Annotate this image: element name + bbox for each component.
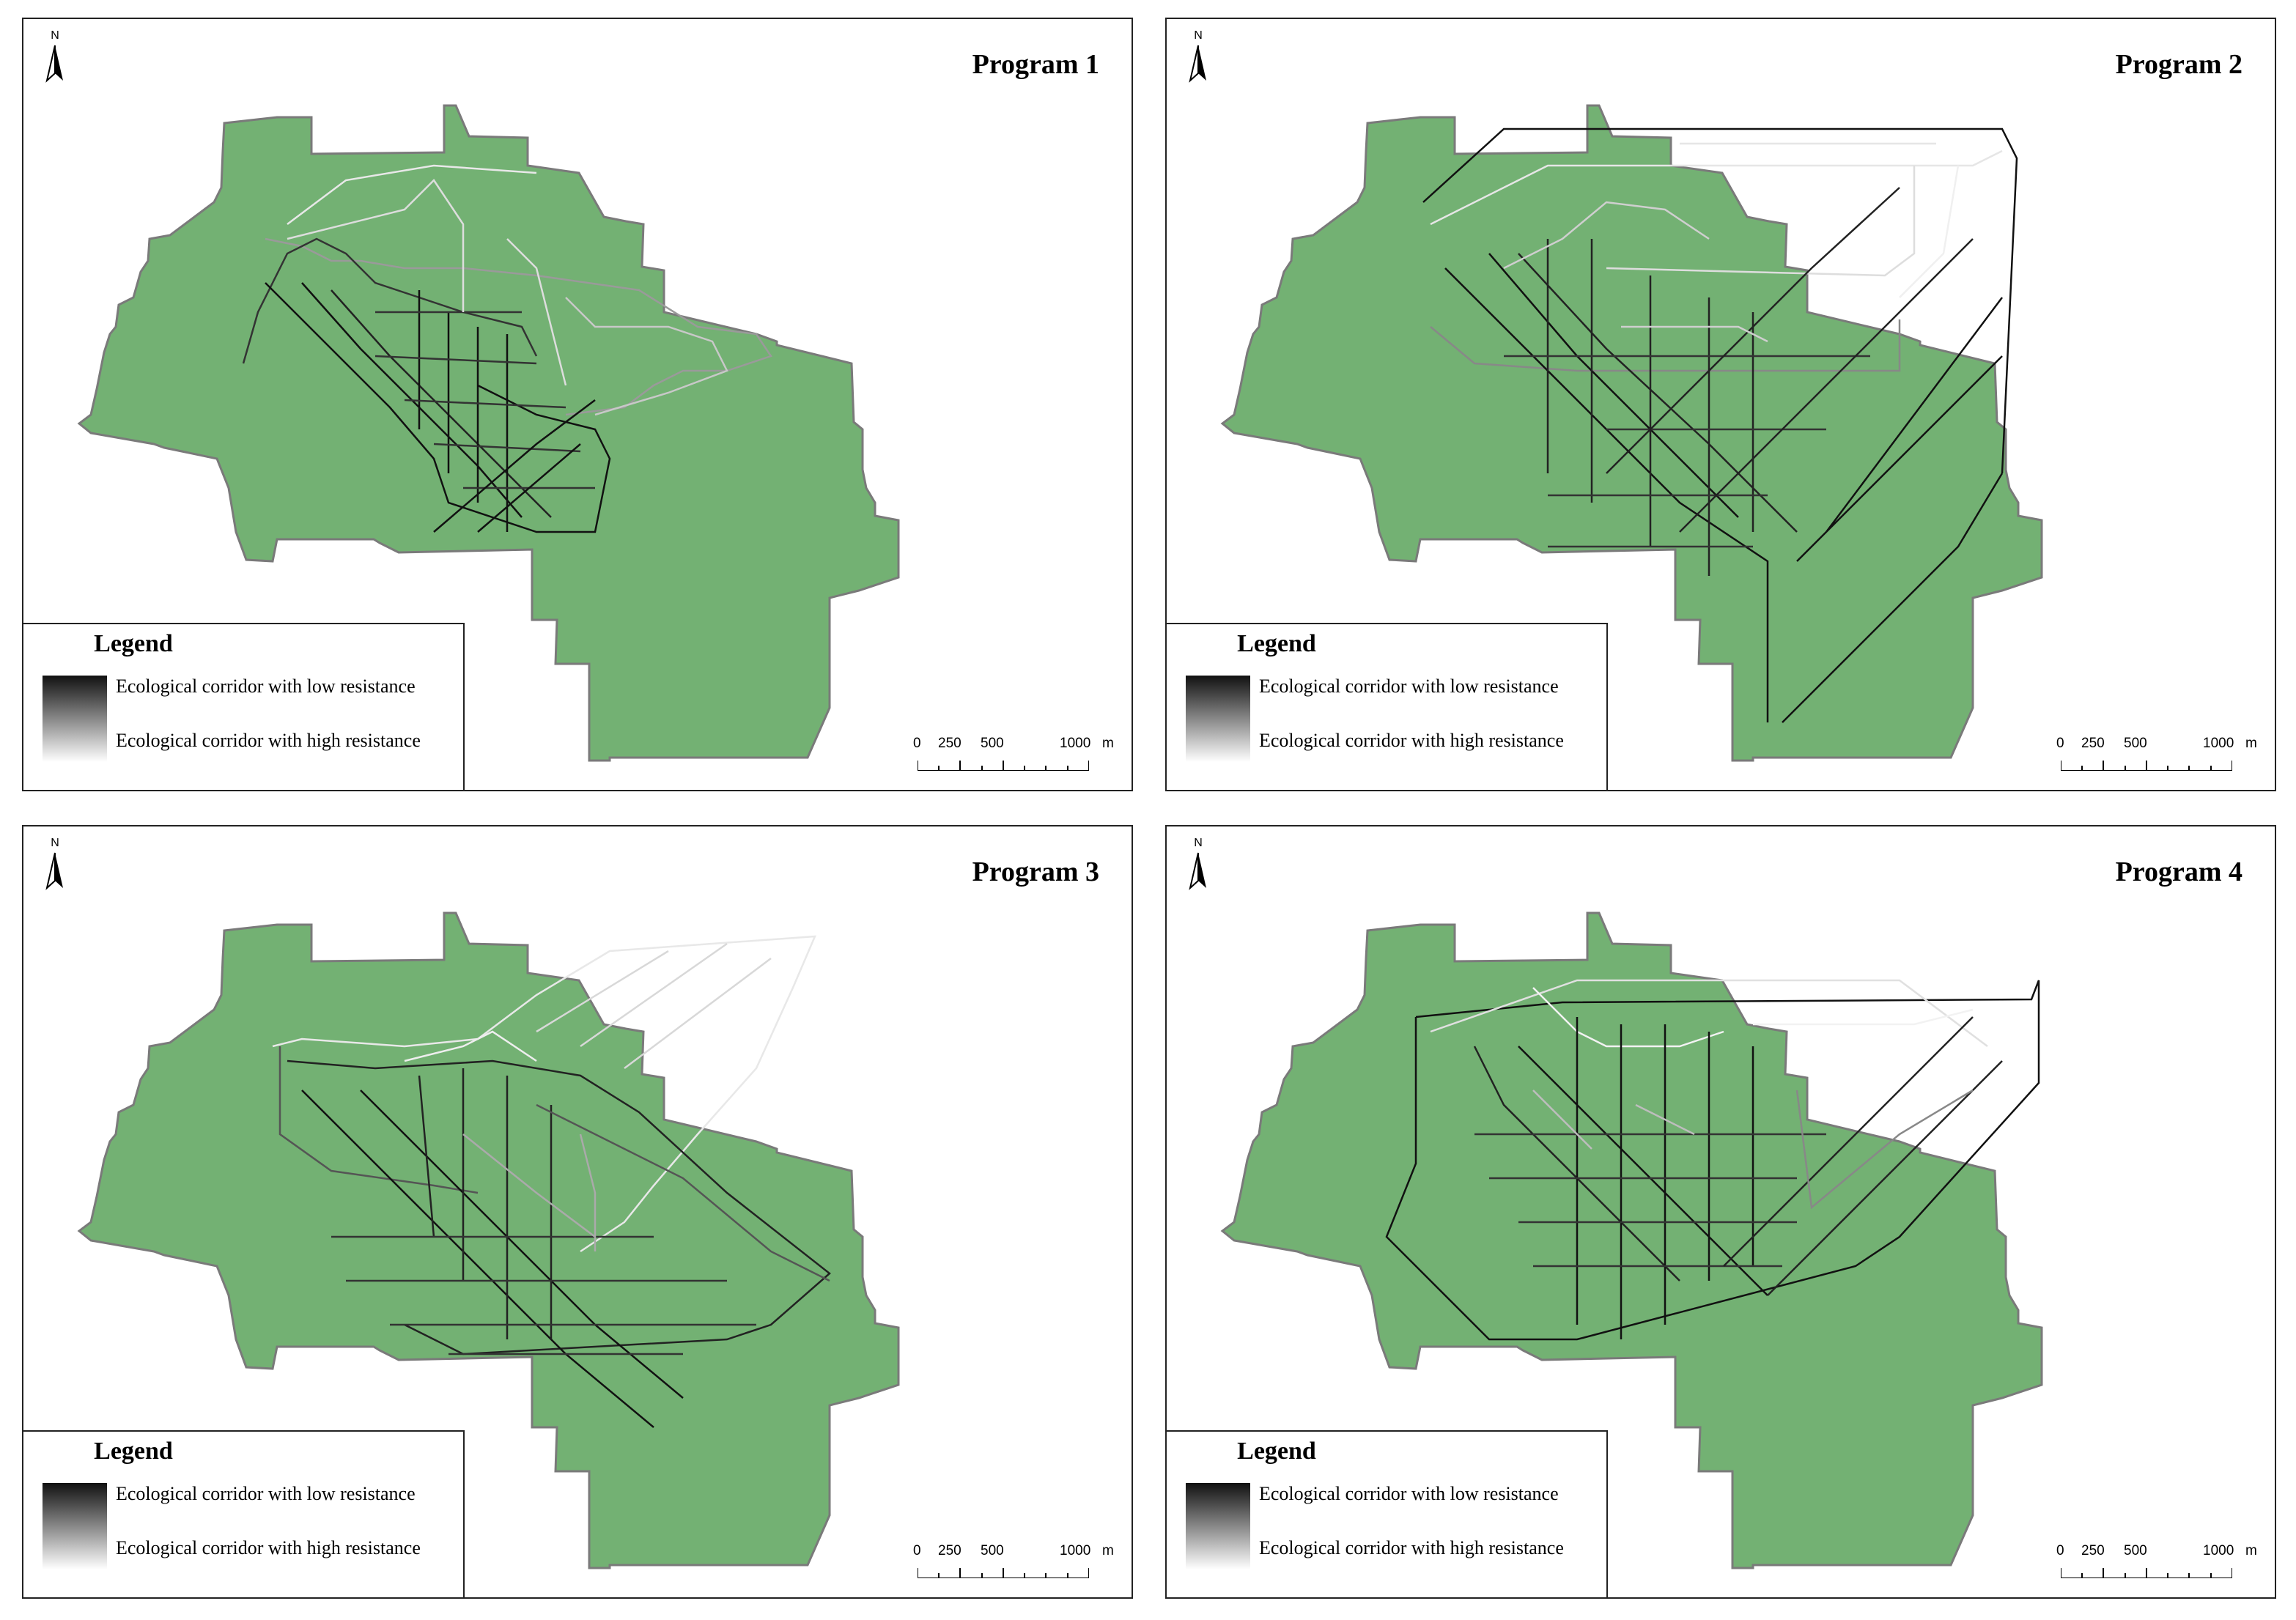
scale-tick-250: 250 xyxy=(2081,1543,2105,1558)
legend-low-label: Ecological corridor with low resistance xyxy=(116,676,416,697)
legend-title: Legend xyxy=(1237,630,1316,657)
scale-tick-500: 500 xyxy=(2124,1543,2147,1558)
scale-tick-500: 500 xyxy=(981,1543,1004,1558)
scale-tick-0: 0 xyxy=(913,1543,921,1558)
legend-high-label: Ecological corridor with high resistance xyxy=(1259,1537,1564,1558)
north-label: N xyxy=(51,29,59,42)
legend-low-label: Ecological corridor with low resistance xyxy=(1259,1483,1559,1504)
legend-high-label: Ecological corridor with high resistance xyxy=(116,1537,421,1558)
map-canvas xyxy=(78,104,900,762)
scale-unit: m xyxy=(2245,736,2257,751)
resistance-color-ramp xyxy=(1186,1483,1250,1569)
scale-bar: 0 250 500 1000 m xyxy=(904,736,1124,780)
legend-box: Legend Ecological corridor with low resi… xyxy=(23,1430,465,1597)
scale-bar-graphic xyxy=(2061,761,2232,771)
legend-low-label: Ecological corridor with low resistance xyxy=(116,1483,416,1504)
north-label: N xyxy=(51,837,59,849)
scale-tick-1000: 1000 xyxy=(2203,736,2234,751)
ecological-corridors xyxy=(272,935,831,1428)
map-panel-program-4: Program 4 N Legend Ecological corridor w… xyxy=(1165,825,2276,1599)
north-arrow-icon: N xyxy=(44,837,66,894)
north-label: N xyxy=(1194,29,1203,42)
ecological-corridors xyxy=(1422,127,2018,723)
map-canvas xyxy=(1221,911,2043,1569)
panel-title: Program 1 xyxy=(972,49,1099,80)
legend-low-label: Ecological corridor with low resistance xyxy=(1259,676,1559,697)
legend-box: Legend Ecological corridor with low resi… xyxy=(1167,1430,1608,1597)
scale-tick-250: 250 xyxy=(2081,736,2105,751)
scale-tick-1000: 1000 xyxy=(2203,1543,2234,1558)
north-arrow-icon: N xyxy=(44,29,66,86)
legend-high-label: Ecological corridor with high resistance xyxy=(1259,730,1564,751)
ecological-corridors xyxy=(242,164,772,533)
map-panel-program-2: Program 2 N Legend Ecological corridor w… xyxy=(1165,18,2276,791)
scale-tick-0: 0 xyxy=(2056,736,2064,751)
resistance-color-ramp xyxy=(1186,676,1250,762)
map-panel-program-3: Program 3 N Legend Ecological corridor w… xyxy=(22,825,1133,1599)
resistance-color-ramp xyxy=(43,1483,107,1569)
panel-title: Program 4 xyxy=(2115,857,2243,887)
scale-tick-500: 500 xyxy=(2124,736,2147,751)
scale-bar: 0 250 500 1000 m xyxy=(2048,736,2267,780)
resistance-color-ramp xyxy=(43,676,107,762)
scale-bar: 0 250 500 1000 m xyxy=(2048,1543,2267,1587)
map-canvas xyxy=(1221,104,2043,762)
scale-bar-graphic xyxy=(918,761,1089,771)
panel-title: Program 3 xyxy=(972,857,1099,887)
map-canvas xyxy=(78,911,900,1569)
north-arrow-icon: N xyxy=(1187,837,1209,894)
north-arrow-icon: N xyxy=(1187,29,1209,86)
legend-high-label: Ecological corridor with high resistance xyxy=(116,730,421,751)
panel-title: Program 2 xyxy=(2115,49,2243,80)
legend-title: Legend xyxy=(94,1438,173,1465)
scale-tick-250: 250 xyxy=(938,736,961,751)
scale-tick-1000: 1000 xyxy=(1060,1543,1091,1558)
scale-tick-250: 250 xyxy=(938,1543,961,1558)
legend-box: Legend Ecological corridor with low resi… xyxy=(1167,623,1608,790)
scale-tick-0: 0 xyxy=(913,736,921,751)
ecological-corridors xyxy=(1385,979,2040,1341)
map-panel-program-1: Program 1 N Legend Ecological corridor w… xyxy=(22,18,1133,791)
scale-bar: 0 250 500 1000 m xyxy=(904,1543,1124,1587)
legend-box: Legend Ecological corridor with low resi… xyxy=(23,623,465,790)
scale-tick-0: 0 xyxy=(2056,1543,2064,1558)
legend-title: Legend xyxy=(1237,1438,1316,1465)
scale-unit: m xyxy=(1102,1543,1114,1558)
scale-unit: m xyxy=(2245,1543,2257,1558)
scale-tick-500: 500 xyxy=(981,736,1004,751)
legend-title: Legend xyxy=(94,630,173,657)
scale-tick-1000: 1000 xyxy=(1060,736,1091,751)
scale-bar-graphic xyxy=(918,1568,1089,1578)
scale-unit: m xyxy=(1102,736,1114,751)
north-label: N xyxy=(1194,837,1203,849)
scale-bar-graphic xyxy=(2061,1568,2232,1578)
